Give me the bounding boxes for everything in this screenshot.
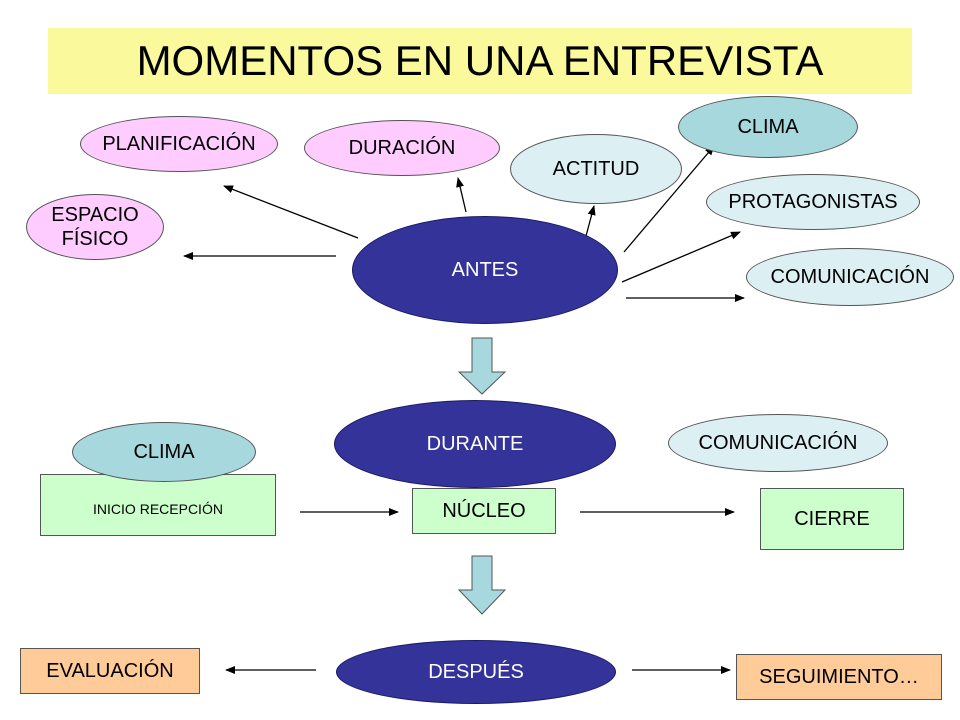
arrow-to-protagonistas [621,231,741,283]
arrow-to-duracion [456,177,467,213]
clima-antes-node: CLIMA [678,96,858,158]
duracion-node: DURACIÓN [304,120,500,176]
comunicacion-durante-node: COMUNICACIÓN [668,414,888,472]
despues-node: DESPUÉS [336,640,616,704]
protagonistas-node: PROTAGONISTAS [706,174,920,230]
evaluacion-box: EVALUACIÓN [20,648,200,694]
block-arrow-durante-despues [457,555,507,615]
espacio-line1: ESPACIO [51,204,139,226]
inicio-recepcion-box: INICIO RECEPCIÓN [40,474,276,536]
cierre-box: CIERRE [760,488,904,550]
seguimiento-box: SEGUIMIENTO… [736,654,942,700]
block-arrow-antes-durante [457,337,507,395]
comunicacion-antes-node: COMUNICACIÓN [746,248,954,306]
espacio-fisico-node: ESPACIO FÍSICO [26,194,164,260]
arrow-to-planificacion [223,185,359,239]
nucleo-box: NÚCLEO [412,488,556,534]
planificacion-node: PLANIFICACIÓN [80,116,278,172]
actitud-node: ACTITUD [510,134,682,204]
clima-durante-node: CLIMA [72,422,256,482]
page-title: MOMENTOS EN UNA ENTREVISTA [48,28,912,94]
antes-node: ANTES [352,216,618,324]
durante-node: DURANTE [334,400,616,488]
arrow-to-actitud [585,205,596,237]
espacio-line2: FÍSICO [61,228,129,250]
arrow-to-clima [623,145,715,253]
